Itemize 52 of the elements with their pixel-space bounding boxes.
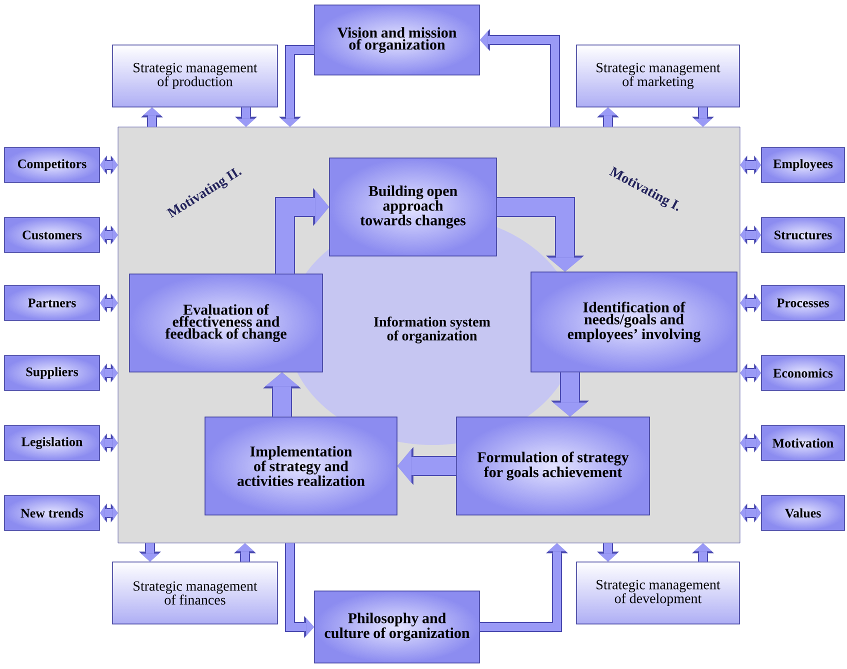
management-box: Strategic management of development [576,562,740,624]
factor-box: Customers [4,217,100,253]
block-arrow [692,543,714,562]
block-arrow [234,543,256,562]
double-arrow [100,226,118,244]
factor-box: New trends [4,495,100,531]
double-arrow [100,434,118,452]
double-arrow [740,504,762,522]
double-arrow [100,294,118,312]
factor-box: Employees [761,147,845,183]
factor-box: Motivation [761,425,845,461]
factor-box: Competitors [4,147,100,183]
factor-box: Suppliers [4,355,100,391]
block-arrow [480,29,560,127]
block-arrow [141,107,163,127]
process-box: Implementation of strategy and activities realization [204,416,398,516]
factor-box: Processes [761,285,845,321]
process-box: Formulation of strategy for goals achievement [456,416,650,516]
double-arrow [740,156,762,174]
double-arrow [740,294,762,312]
management-box: Strategic management of production [112,44,278,108]
block-arrow [397,447,456,485]
factor-box: Economics [761,355,845,391]
process-box: Building open approach towards changes [329,158,497,256]
block-arrow [263,372,301,417]
management-box: Strategic management of marketing [576,44,740,108]
block-arrow [285,543,314,638]
block-arrow [275,188,330,274]
block-arrow [496,197,584,272]
block-arrow [597,543,619,562]
factor-box: Partners [4,285,100,321]
process-box: Identification of needs/goals and employees’ involving [530,272,738,372]
factor-box: Legislation [4,425,100,461]
double-arrow [740,226,762,244]
double-arrow [100,156,118,174]
factor-box: Structures [761,217,845,253]
block-arrow [597,107,619,127]
block-arrow [480,543,568,632]
management-box: Strategic management of finances [112,562,278,624]
block-arrow [551,372,589,417]
process-box: Evaluation of effectiveness and feedback of change [129,274,323,372]
double-arrow [740,364,762,382]
statement-box: Philosophy and culture of organization [314,590,480,664]
block-arrow [235,107,257,127]
block-arrow [279,45,314,127]
double-arrow [740,434,762,452]
block-arrow [139,543,161,562]
double-arrow [100,504,118,522]
block-arrow [692,107,714,127]
statement-box: Vision and mission of organization [314,4,480,76]
double-arrow [100,364,118,382]
factor-box: Values [761,495,845,531]
